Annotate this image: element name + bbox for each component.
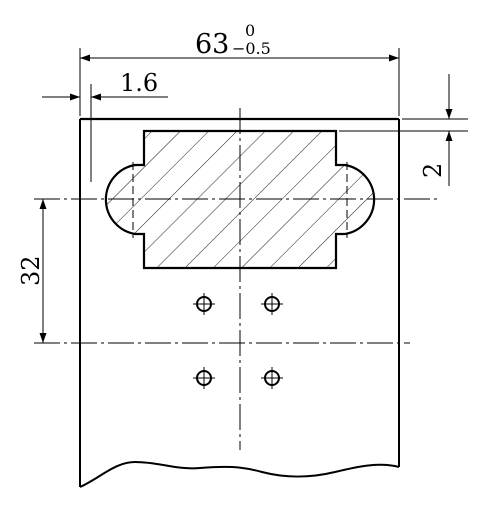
- holes: [193, 293, 283, 389]
- top-offset-value: 2: [419, 163, 447, 178]
- dimension-overall-width: 63 0 −0.5: [79, 21, 400, 116]
- center-lines: [34, 108, 440, 450]
- hole-upper-left: [193, 293, 215, 315]
- dimension-slot-offset: 1.6: [42, 69, 168, 182]
- hole-spacing-value: 32: [17, 255, 45, 286]
- hole-lower-right: [261, 367, 283, 389]
- section-outline: [104, 129, 376, 270]
- width-nominal: 63: [195, 29, 229, 60]
- dimension-top-offset: 2: [339, 74, 468, 186]
- width-lower-deviation: −0.5: [232, 39, 271, 58]
- dimension-hole-spacing: 32: [17, 199, 47, 343]
- hole-upper-right: [261, 293, 283, 315]
- width-upper-deviation: 0: [245, 21, 255, 40]
- hole-lower-left: [193, 367, 215, 389]
- plate-break-line: [79, 460, 400, 488]
- slot-offset-value: 1.6: [120, 69, 158, 97]
